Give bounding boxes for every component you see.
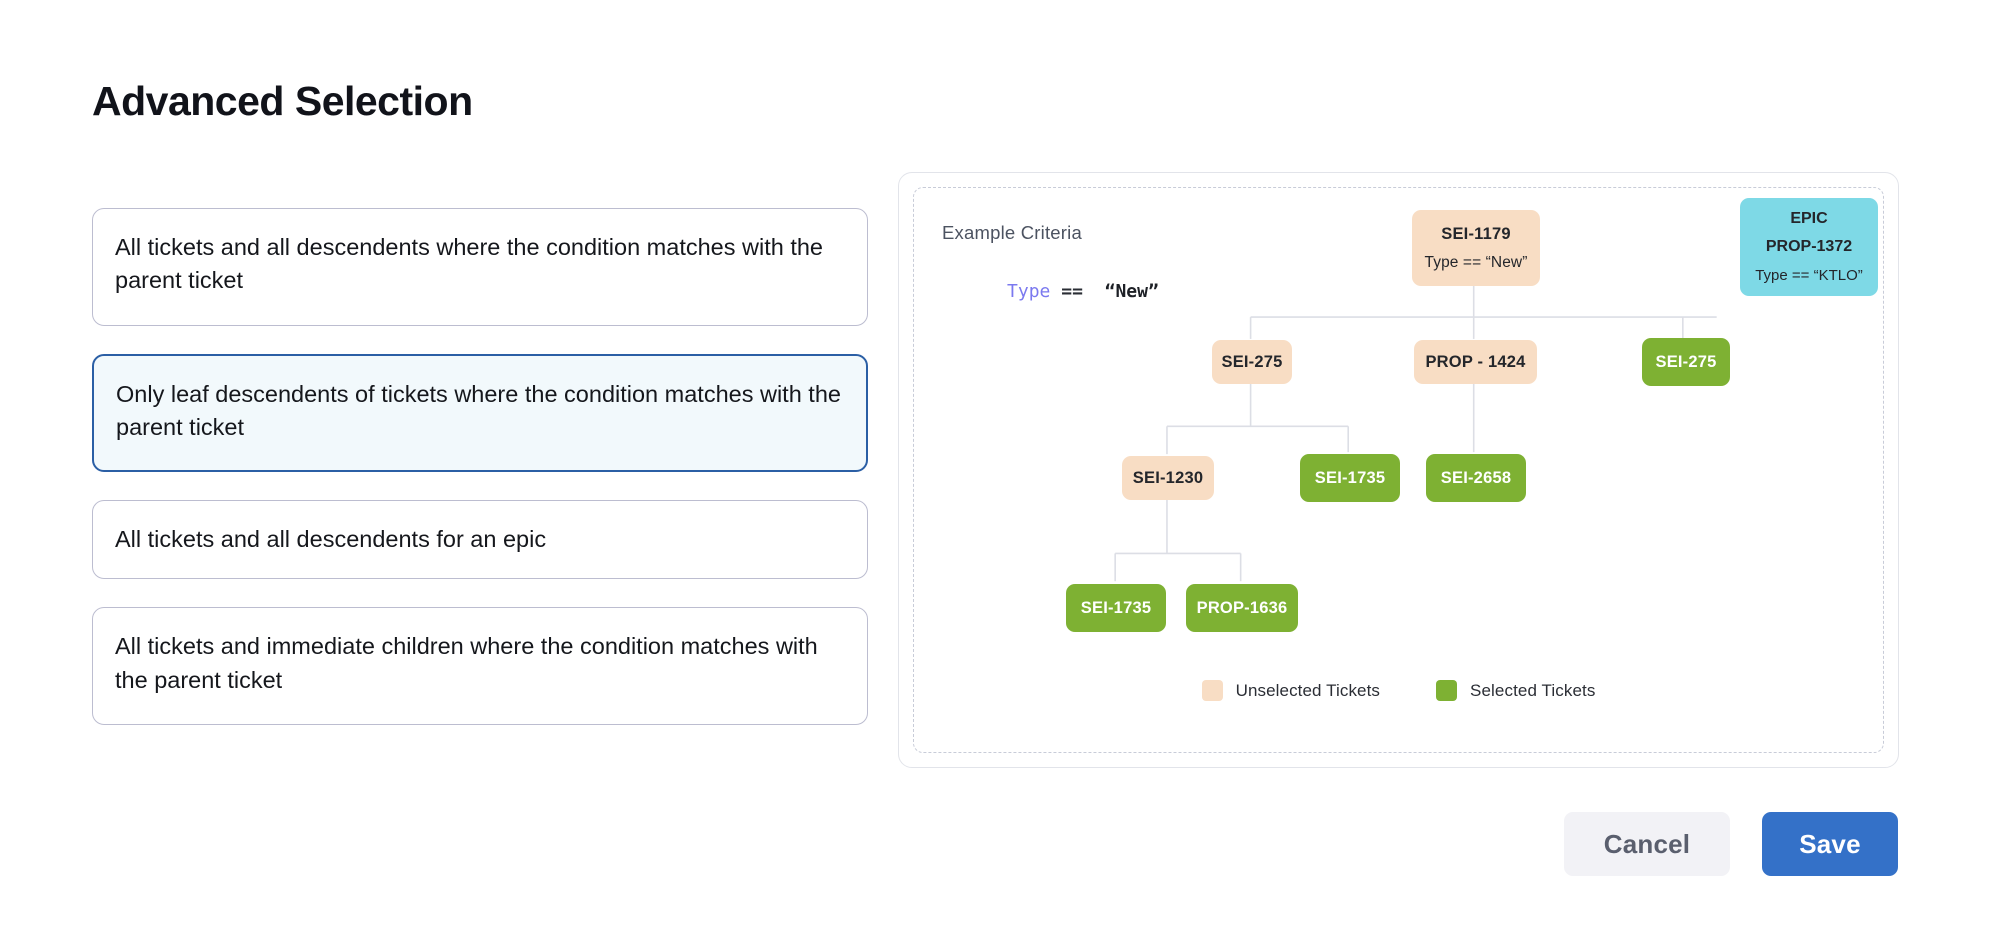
tree-node-sei-2658[interactable]: SEI-2658 [1426, 454, 1526, 502]
node-key: SEI-1179 [1441, 224, 1511, 243]
tree-node-prop-1636[interactable]: PROP-1636 [1186, 584, 1298, 632]
tree-node-sei-1179[interactable]: SEI-1179 Type == “New” [1412, 210, 1540, 286]
tree-node-epic-prop-1372[interactable]: EPIC PROP-1372 Type == “KTLO” [1740, 198, 1878, 296]
node-key: SEI-1230 [1132, 468, 1204, 487]
tree-node-prop-1424[interactable]: PROP - 1424 [1414, 340, 1537, 384]
criteria-field: Type [1007, 281, 1051, 302]
page-title: Advanced Selection [92, 78, 473, 125]
node-epic-label: EPIC [1790, 209, 1828, 227]
criteria-operator: == [1061, 281, 1083, 302]
legend-swatch-unselected-icon [1201, 680, 1223, 701]
option-card-only-leaf-descendents-condition[interactable]: Only leaf descendents of tickets where t… [92, 354, 868, 472]
tree-node-sei-275-a[interactable]: SEI-275 [1212, 340, 1292, 384]
option-label: All tickets and immediate children where… [115, 633, 818, 693]
diagram-legend: Unselected Tickets Selected Tickets [914, 680, 1883, 701]
selection-option-list: All tickets and all descendents where th… [92, 208, 868, 726]
criteria-expression: Type == “New” [942, 260, 1159, 323]
tree-node-sei-275-b[interactable]: SEI-275 [1642, 338, 1730, 386]
option-label: All tickets and all descendents where th… [115, 234, 824, 294]
diagram-dashed-frame: Example Criteria Type == “New” [913, 187, 1884, 753]
node-key: SEI-2658 [1440, 468, 1512, 487]
option-card-immediate-children-condition[interactable]: All tickets and immediate children where… [92, 607, 868, 726]
node-key: SEI-1735 [1080, 598, 1152, 617]
cancel-button[interactable]: Cancel [1564, 812, 1730, 876]
node-key: SEI-1735 [1314, 468, 1386, 487]
criteria-heading: Example Criteria [942, 222, 1082, 243]
node-condition: Type == “New” [1424, 254, 1528, 272]
node-key: SEI-275 [1655, 352, 1717, 371]
legend-label: Unselected Tickets [1235, 680, 1381, 700]
legend-label: Selected Tickets [1470, 680, 1596, 700]
criteria-value: “New” [1104, 281, 1159, 302]
option-label: Only leaf descendents of tickets where t… [116, 381, 841, 441]
option-label: All tickets and all descendents for an e… [115, 526, 547, 552]
tree-node-sei-1230[interactable]: SEI-1230 [1122, 456, 1214, 500]
legend-item-unselected: Unselected Tickets [1201, 680, 1381, 701]
example-diagram-panel: Example Criteria Type == “New” [898, 172, 1899, 768]
node-condition: Type == “KTLO” [1755, 266, 1863, 284]
tree-node-sei-1735-b[interactable]: SEI-1735 [1066, 584, 1166, 632]
node-key: SEI-275 [1221, 352, 1283, 371]
save-button[interactable]: Save [1762, 812, 1898, 876]
tree-node-sei-1735-a[interactable]: SEI-1735 [1300, 454, 1400, 502]
dialog-footer: Cancel Save [1564, 812, 1898, 876]
node-key: PROP-1636 [1196, 598, 1288, 617]
option-card-all-descendents-condition[interactable]: All tickets and all descendents where th… [92, 208, 868, 326]
node-key: PROP - 1424 [1425, 352, 1526, 371]
legend-item-selected: Selected Tickets [1436, 680, 1595, 701]
legend-swatch-selected-icon [1436, 680, 1458, 701]
node-key: PROP-1372 [1765, 237, 1853, 255]
option-card-all-descendents-epic[interactable]: All tickets and all descendents for an e… [92, 500, 868, 580]
